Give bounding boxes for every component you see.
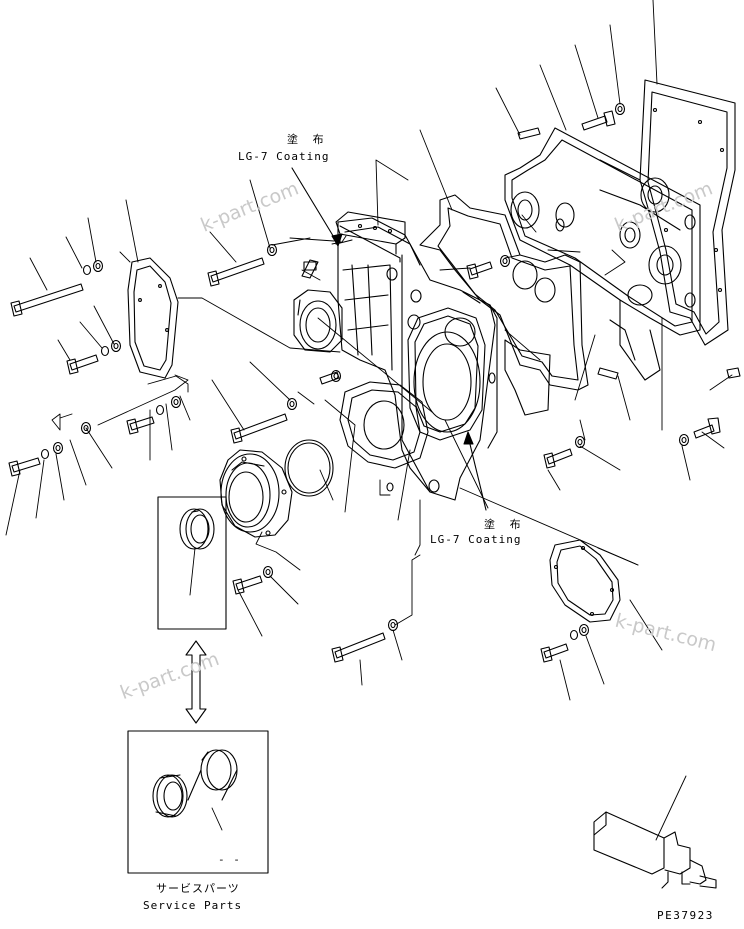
seal-carrier (293, 289, 343, 353)
coating-mid-en: LG-7 Coating (430, 533, 522, 546)
service-box-dash: - - (218, 853, 241, 866)
rear-cover-plate (549, 539, 621, 623)
bolts (8, 110, 741, 663)
front-cover-housing (337, 217, 498, 501)
left-gasket (127, 257, 179, 379)
middle-gasket (419, 194, 589, 416)
coating-mid-jp: 塗 布 (484, 518, 525, 531)
service-parts-jp: サービスパーツ (156, 882, 240, 895)
washers (40, 102, 690, 641)
leader-lines (5, 0, 733, 841)
seal-housing (219, 449, 293, 538)
coating-top-en: LG-7 Coating (238, 150, 330, 163)
double-arrow (185, 640, 207, 724)
part-code: PE37923 (657, 909, 714, 922)
guide-lines (51, 214, 663, 626)
seal-left-box (157, 496, 227, 630)
installer-tool (593, 811, 717, 889)
service-parts-box (127, 730, 269, 874)
coating-top-jp: 塗 布 (287, 133, 328, 146)
octagon-gasket (339, 307, 486, 469)
service-parts-en: Service Parts (143, 899, 243, 912)
timing-plate (504, 127, 701, 381)
coating-arrows (291, 167, 487, 511)
o-ring (284, 439, 334, 497)
